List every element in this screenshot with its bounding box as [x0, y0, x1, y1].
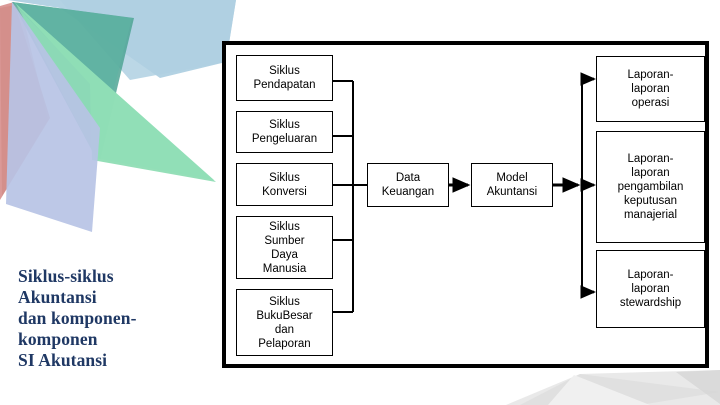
decor-green-shape	[14, 2, 216, 182]
title-line: SI Akutansi	[18, 350, 108, 370]
title-line: dan komponen-	[18, 308, 137, 328]
decor-teal-shape-2	[12, 2, 132, 158]
decor-gray-shape-4	[548, 375, 650, 405]
page-title: Siklus-siklus Akuntansi dan komponen- ko…	[18, 266, 218, 371]
node-siklus-buku-besar-dan-pelaporan[interactable]: Siklus BukuBesar dan Pelaporan	[236, 289, 333, 356]
node-siklus-konversi[interactable]: Siklus Konversi	[236, 163, 333, 206]
title-line: komponen	[18, 329, 98, 349]
node-label: Laporan- laporan operasi	[627, 69, 674, 109]
node-label: Laporan- laporan pengambilan keputusan m…	[617, 153, 684, 221]
node-label: Siklus Sumber Daya Manusia	[262, 220, 307, 275]
decor-periwinkle-shape	[6, 2, 100, 232]
node-laporan-stewardship[interactable]: Laporan- laporan stewardship	[596, 250, 705, 328]
decor-salmon-shape	[0, 2, 50, 200]
decor-teal-shape	[12, 2, 134, 160]
node-label: Siklus Pengeluaran	[251, 119, 318, 145]
node-label: Siklus Pendapatan	[253, 65, 316, 91]
node-data-keuangan[interactable]: Data Keuangan	[367, 163, 449, 207]
node-label: Model Akuntansi	[486, 172, 538, 198]
decor-gray-shape-2	[520, 374, 720, 405]
node-label: Laporan- laporan stewardship	[619, 269, 682, 309]
node-label: Siklus BukuBesar dan Pelaporan	[256, 295, 313, 350]
decor-light-blue-shape	[8, 0, 236, 78]
node-laporan-operasi[interactable]: Laporan- laporan operasi	[596, 56, 705, 122]
node-laporan-pengambilan-keputusan-manajerial[interactable]: Laporan- laporan pengambilan keputusan m…	[596, 131, 705, 243]
title-line: Akuntansi	[18, 287, 97, 307]
decor-salmon-shape-2	[0, 4, 48, 196]
node-siklus-pengeluaran[interactable]: Siklus Pengeluaran	[236, 111, 333, 153]
decor-green-shape-2	[16, 4, 214, 180]
title-line: Siklus-siklus	[18, 266, 114, 286]
decor-gray-shape-3	[676, 370, 720, 404]
node-model-akuntansi[interactable]: Model Akuntansi	[471, 163, 553, 207]
decor-light-blue-shape-2	[60, 0, 236, 80]
decor-gray-shape-1	[506, 370, 720, 405]
node-label: Siklus Konversi	[262, 171, 307, 198]
node-label: Data Keuangan	[381, 172, 435, 198]
node-siklus-sumber-daya-manusia[interactable]: Siklus Sumber Daya Manusia	[236, 216, 333, 279]
node-siklus-pendapatan[interactable]: Siklus Pendapatan	[236, 55, 333, 101]
